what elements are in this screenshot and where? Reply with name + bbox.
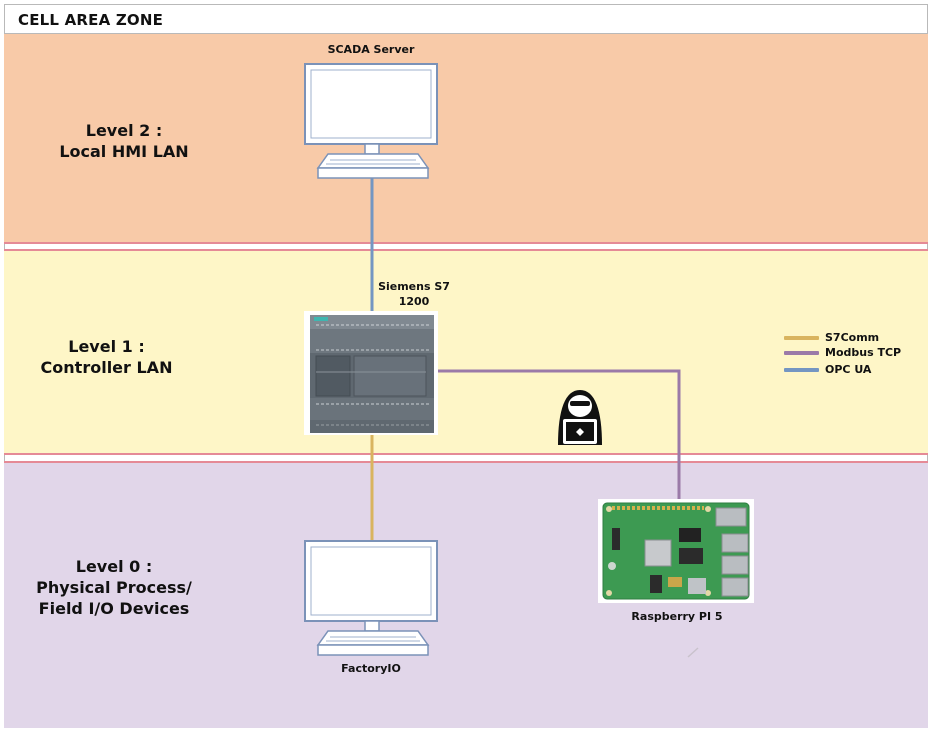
level-1-label: Level 1 : Controller LAN: [40, 337, 173, 377]
diagram-title: CELL AREA ZONE: [18, 11, 164, 29]
factoryio-computer-icon: [304, 540, 438, 656]
legend-label-s7comm: S7Comm: [825, 331, 880, 344]
raspberry-pi-label: Raspberry PI 5: [631, 610, 723, 623]
level-2-label: Level 2 : Local HMI LAN: [59, 121, 189, 161]
factoryio-label: FactoryIO: [341, 662, 401, 675]
legend-item-opc-ua: OPC UA: [784, 363, 871, 376]
raspberry-pi-board-icon: [598, 499, 754, 603]
legend-label-modbus-tcp: Modbus TCP: [825, 346, 902, 359]
siemens-plc-icon: [304, 311, 438, 435]
modbus-tcp-swatch: [784, 350, 819, 355]
scada-server-computer-icon: [304, 63, 438, 179]
zone-level-1: Level 1 : Controller LAN: [4, 249, 928, 455]
legend-label-opc-ua: OPC UA: [825, 363, 872, 376]
attacker-hacker-icon: [558, 390, 602, 445]
legend-item-modbus-tcp: Modbus TCP: [784, 346, 901, 359]
modbus-tcp-link: [435, 369, 681, 500]
siemens-plc-label: Siemens S7 1200: [378, 280, 450, 308]
s7comm-swatch: [784, 335, 819, 340]
zone-level-2: Level 2 : Local HMI LAN: [4, 34, 928, 244]
zone-level-0: Level 0 : Physical Process/ Field I/O De…: [4, 461, 928, 728]
level-0-label: Level 0 : Physical Process/ Field I/O De…: [36, 557, 192, 618]
decorative-stroke: [687, 647, 699, 658]
legend-item-s7comm: S7Comm: [784, 331, 879, 344]
title-bar: CELL AREA ZONE: [4, 4, 928, 34]
scada-server-label: SCADA Server: [327, 43, 415, 56]
opc-ua-swatch: [784, 367, 819, 372]
